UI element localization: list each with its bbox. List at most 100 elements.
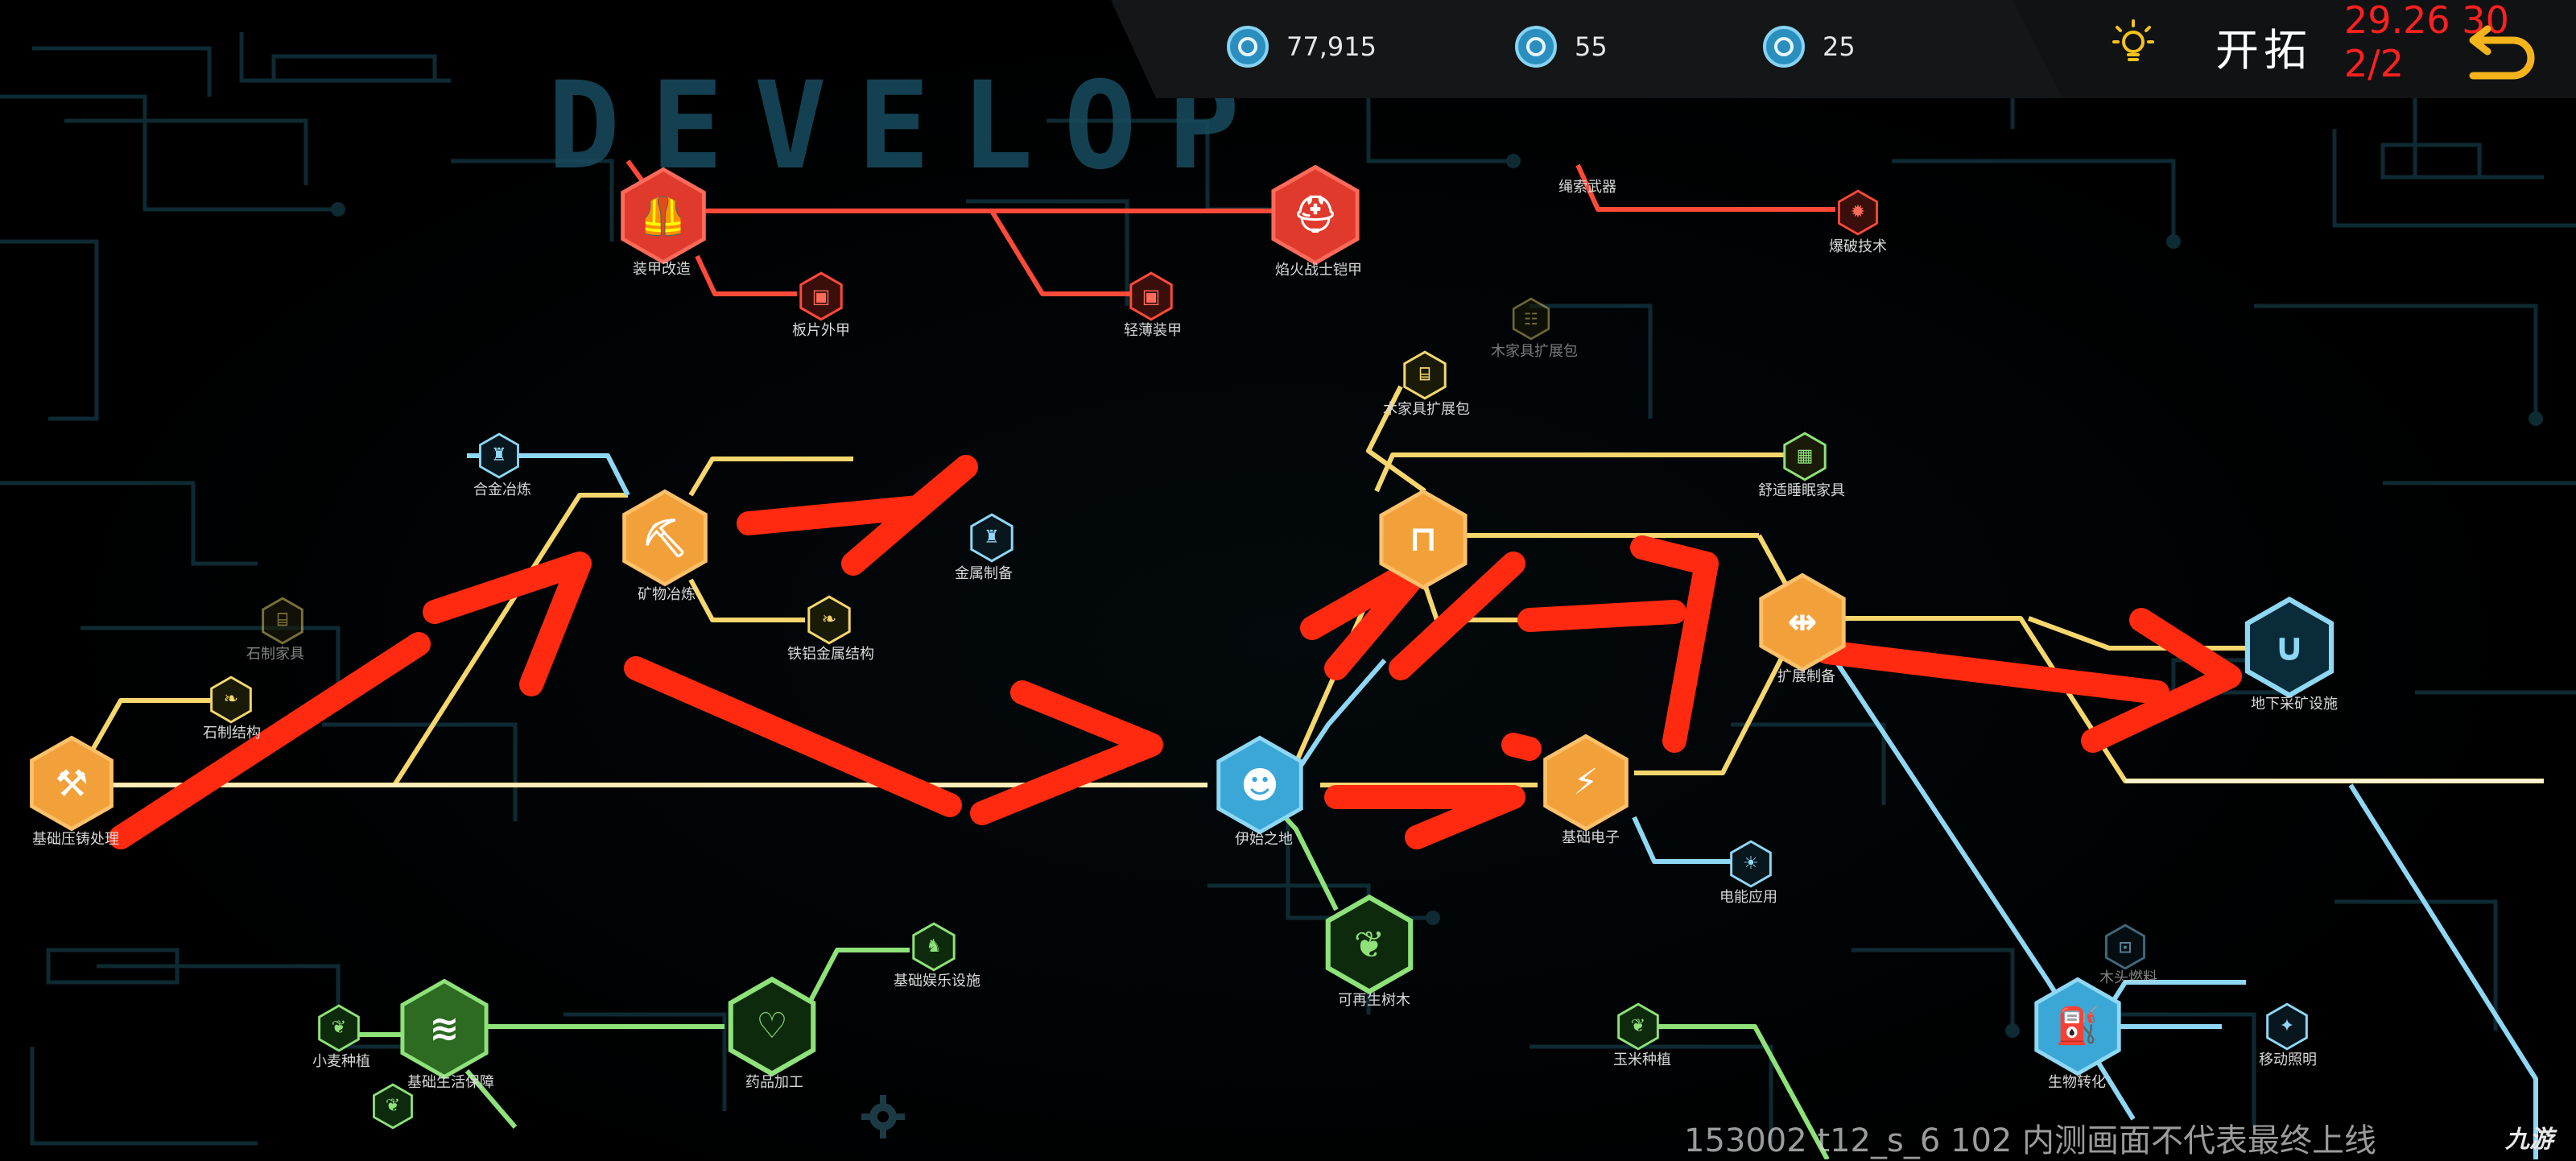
- node-alloy-smelting[interactable]: ♜ 合金冶炼: [473, 432, 531, 498]
- node-label: 基础压铸处理: [32, 831, 119, 848]
- node-start[interactable]: ☻ 伊始之地: [1211, 735, 1309, 848]
- hexagon-frame: [621, 167, 706, 265]
- chess-icon: ♞: [926, 936, 942, 956]
- node-label: 扩展制备: [1777, 668, 1835, 685]
- node-medicine[interactable]: ♡ 药品加工: [723, 976, 821, 1091]
- magnet-icon: ∪: [2273, 625, 2306, 670]
- canister-icon: ⊡: [2118, 937, 2132, 956]
- shelf-icon: ⌸: [1419, 365, 1430, 385]
- node-stone-furniture[interactable]: ⌸ 石制家具: [246, 597, 306, 663]
- node-label: 铁铝金属结构: [787, 646, 874, 663]
- compress-icon: ⇹: [1787, 601, 1818, 642]
- leaf-icon: ❧: [821, 609, 837, 630]
- node-basic-processing[interactable]: ⚒ 基础压铸处理: [24, 735, 119, 848]
- node-label: 舒适睡眠家具: [1758, 482, 1845, 499]
- sprout-icon: ❦: [1630, 1016, 1646, 1036]
- node-metal-mining[interactable]: ♜ 金属制备: [955, 513, 1016, 582]
- node-label: 板片外甲: [792, 322, 850, 339]
- hexagon-frame: [1216, 735, 1303, 835]
- flame-armor-icon: ⛑: [1293, 194, 1338, 235]
- node-flame-armor[interactable]: ⛑ 焰火战士铠甲: [1265, 164, 1365, 279]
- back-button[interactable]: [2457, 24, 2537, 81]
- node-armor-basic[interactable]: 🦺 装甲改造: [615, 167, 712, 278]
- node-sapling[interactable]: ❦: [370, 1083, 415, 1130]
- node-basic-electric[interactable]: ⚡ 基础电子: [1538, 733, 1634, 846]
- node-electric-use[interactable]: ☀ 电能应用: [1719, 840, 1777, 906]
- circuit-icon: ⚡: [1573, 762, 1599, 803]
- resource-coin-value: 77,915: [1286, 31, 1377, 62]
- hexagon-frame: [373, 1083, 413, 1130]
- hexagon-frame: [1838, 189, 1878, 236]
- lightbulb-icon[interactable]: [2111, 18, 2156, 69]
- node-label: 轻薄装甲: [1124, 322, 1182, 339]
- node-label: 基础娱乐设施: [894, 973, 980, 990]
- hexagon-frame: [728, 976, 816, 1077]
- bed-icon: ▦: [1796, 446, 1814, 466]
- vest-icon: ▣: [811, 285, 831, 308]
- node-wood-fuel[interactable]: ⊡ 木头燃料: [2099, 923, 2157, 986]
- hexagon-frame: [2244, 596, 2334, 699]
- resource-coin: 77,915: [1227, 24, 1377, 69]
- node-wheat[interactable]: ❦ 小麦种植: [312, 1004, 370, 1070]
- node-comfort-furniture[interactable]: ▦ 舒适睡眠家具: [1758, 432, 1845, 499]
- node-label: 电能应用: [1719, 889, 1777, 906]
- table-icon: ☷: [1524, 309, 1538, 328]
- node-label: 地下采矿设施: [2251, 696, 2338, 713]
- leaf-icon: ❧: [223, 689, 239, 709]
- hexagon-frame: [622, 489, 708, 587]
- hexagon-frame: [30, 735, 114, 832]
- node-iron-structure[interactable]: ❧ 铁铝金属结构: [787, 595, 874, 663]
- node-light-armor[interactable]: ▣ 轻薄装甲: [1124, 271, 1182, 339]
- gear-token-icon: [1515, 26, 1557, 68]
- hexagon-frame: [2034, 977, 2121, 1076]
- metal-icon: ♜: [984, 527, 1000, 547]
- gear-icon[interactable]: [860, 1093, 906, 1140]
- node-corn[interactable]: ❦ 玉米种植: [1613, 1002, 1671, 1068]
- hexagon-frame: [400, 978, 489, 1080]
- node-mobile-light[interactable]: ✦ 移动照明: [2259, 1002, 2317, 1068]
- node-label: 爆破技术: [1829, 238, 1887, 255]
- node-ore-smelting[interactable]: ⛏ 矿物冶炼: [617, 489, 713, 603]
- node-label: 木家具扩展包: [1383, 401, 1470, 418]
- hexagon-frame: [210, 676, 252, 724]
- node-bio-fuel[interactable]: ⛽ 生物转化: [2029, 977, 2127, 1091]
- resource-gear-token-value: 55: [1575, 31, 1608, 62]
- bucket-icon: ⛏: [641, 516, 689, 560]
- head-gear-icon: ☻: [1241, 763, 1279, 807]
- hexagon-frame: [1617, 1002, 1659, 1051]
- node-label: 伊始之地: [1235, 831, 1293, 848]
- hexagon-frame: [2266, 1002, 2308, 1051]
- brand-logo: 九游: [2505, 1126, 2553, 1154]
- node-bomb-tech[interactable]: ✹ 爆破技术: [1829, 189, 1887, 255]
- node-label: 石制家具: [246, 646, 304, 663]
- hexagon-frame: [1512, 297, 1550, 341]
- node-rope-weapon[interactable]: 绳索武器: [1558, 161, 1616, 196]
- node-furniture-hub[interactable]: ⊓: [1373, 489, 1473, 590]
- node-label: 木头燃料: [2099, 969, 2157, 986]
- node-stone-structure[interactable]: ❧ 石制结构: [203, 676, 261, 742]
- armor-icon: 🦺: [640, 194, 687, 238]
- page-title: 开拓: [2215, 25, 2312, 76]
- node-farming[interactable]: ≋ 基础生活保障: [394, 978, 494, 1091]
- resource-gear-token: 55: [1515, 24, 1608, 69]
- node-wood-furniture[interactable]: ⌸ 木家具扩展包: [1383, 350, 1470, 418]
- node-wood-furniture-2[interactable]: ☷ 木家具扩展包: [1491, 297, 1578, 360]
- node-label: 合金冶炼: [473, 481, 531, 498]
- hexagon-frame: [1379, 489, 1468, 590]
- hexagon-frame: [262, 597, 303, 645]
- bulb-icon: ☀: [1743, 853, 1759, 874]
- hexagon-frame: [799, 271, 843, 321]
- vest-icon: ▣: [1141, 285, 1161, 308]
- node-underground-mine[interactable]: ∪ 地下采矿设施: [2240, 596, 2339, 713]
- node-renewable-wood[interactable]: ❦ 可再生树木: [1320, 894, 1418, 1009]
- node-plate-armor[interactable]: ▣ 板片外甲: [792, 271, 850, 339]
- hexagon-frame: [1759, 572, 1846, 672]
- node-expand-prep[interactable]: ⇹ 扩展制备: [1753, 572, 1852, 685]
- hexagon-frame: [1325, 894, 1414, 995]
- node-basic-entertain[interactable]: ♞ 基础娱乐设施: [894, 922, 980, 990]
- harvest-icon: ≋: [429, 1008, 460, 1049]
- metal-icon: ♜: [491, 445, 507, 465]
- node-label: 可再生树木: [1338, 992, 1410, 1009]
